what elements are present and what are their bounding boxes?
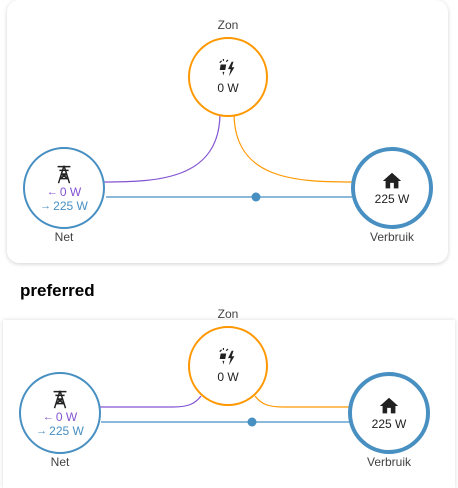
home-node[interactable]: 225 W — [348, 372, 430, 454]
solar-power-icon — [219, 347, 235, 365]
arrow-right-icon: → — [36, 425, 48, 437]
grid-label: Net — [50, 455, 70, 469]
grid-export-row: ← 0 W — [43, 410, 77, 424]
home-node[interactable]: 225 W — [351, 147, 433, 229]
solar-value: 0 W — [217, 369, 239, 384]
home-icon — [379, 397, 399, 413]
home-value: 225 W — [371, 416, 407, 431]
grid-label: Net — [54, 230, 74, 244]
grid-import-value: 225 W — [53, 199, 88, 213]
energy-card-preferred: Zon 0 W ← 0 W → 225 W Net 225 W Verbruik — [3, 307, 455, 488]
solar-power-icon — [219, 58, 235, 76]
flow-dot — [251, 192, 261, 202]
grid-node[interactable]: ← 0 W → 225 W — [23, 147, 105, 229]
grid-export-value: 0 W — [55, 410, 78, 424]
home-label: Verbruik — [369, 230, 415, 244]
flow-lines — [97, 395, 353, 427]
transmission-tower-icon — [57, 165, 71, 184]
grid-import-row: → 225 W — [40, 199, 88, 213]
flow-dot — [247, 417, 257, 427]
arrow-right-icon: → — [40, 200, 52, 212]
grid-import-value: 225 W — [49, 424, 84, 438]
grid-node[interactable]: ← 0 W → 225 W — [19, 372, 101, 454]
flow-lines — [102, 112, 354, 202]
heading-preferred: preferred — [20, 281, 95, 300]
solar-node[interactable]: 0 W — [188, 326, 268, 406]
home-label: Verbruik — [366, 455, 412, 469]
grid-export-value: 0 W — [59, 185, 82, 199]
solar-label: Zon — [217, 307, 239, 321]
arrow-left-icon: ← — [46, 186, 58, 198]
home-value: 225 W — [374, 191, 410, 206]
transmission-tower-icon — [53, 390, 67, 409]
home-icon — [382, 172, 402, 188]
grid-import-row: → 225 W — [36, 424, 84, 438]
energy-card-now: Zon 0 W ← 0 W → 225 W Net 225 W Verbruik — [7, 0, 448, 263]
solar-value: 0 W — [217, 80, 239, 95]
grid-export-row: ← 0 W — [47, 185, 81, 199]
solar-node[interactable]: 0 W — [188, 37, 268, 117]
arrow-left-icon: ← — [42, 411, 54, 423]
solar-label: Zon — [217, 18, 239, 32]
